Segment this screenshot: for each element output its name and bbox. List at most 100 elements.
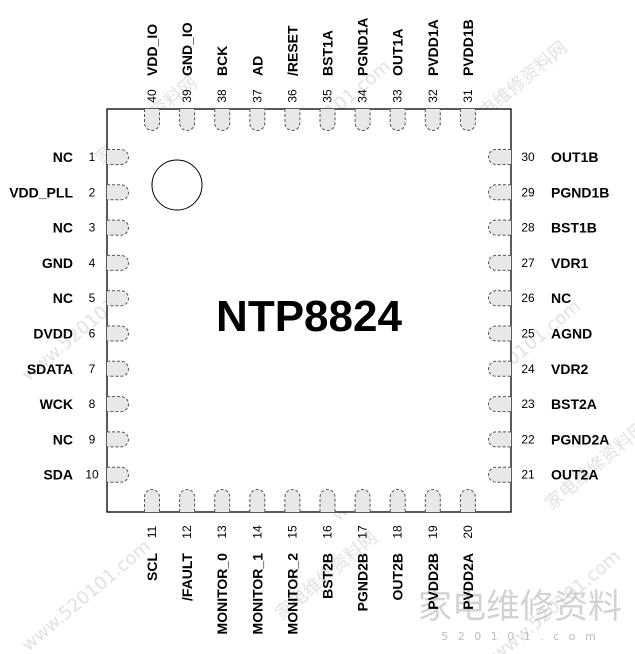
pad-right: [488, 184, 511, 201]
pin-name: BST1B: [551, 220, 597, 236]
pad-bottom: [249, 489, 266, 512]
pin-name: AD: [249, 56, 265, 76]
bottom-pads: 11SCL12/FAULT13MONITOR_014MONITOR_115MON…: [144, 489, 476, 635]
pin-number: 31: [461, 89, 475, 103]
pin-name: PGND1B: [551, 184, 609, 200]
watermark-text: www.520101.com: [18, 536, 155, 654]
pin-number: 27: [521, 256, 535, 270]
pin-name: BST2B: [320, 553, 336, 599]
pin-name: MONITOR_0: [214, 553, 230, 635]
pad-left: [107, 149, 129, 165]
pad-right: [488, 219, 511, 236]
pin-number: 40: [145, 89, 159, 103]
pin-name: VDR1: [551, 255, 589, 271]
pad-top: [389, 109, 406, 131]
pin-number: 16: [321, 525, 335, 539]
pin-name: PGND2B: [355, 553, 371, 611]
pin-name: GND: [42, 255, 73, 271]
pad-left: [107, 396, 129, 413]
pin-number: 28: [521, 221, 535, 235]
pin-name: OUT2B: [390, 553, 406, 600]
pad-top: [214, 109, 231, 131]
pad-left: [107, 254, 129, 271]
pin-number: 25: [521, 327, 535, 341]
pin-number: 17: [356, 525, 370, 539]
pin-number: 33: [391, 89, 405, 103]
pin-number: 8: [89, 397, 96, 411]
pin-name: VDD_PLL: [9, 184, 73, 200]
pin-name: DVDD: [33, 326, 73, 342]
pin-number: 4: [89, 256, 96, 270]
pin-number: 21: [521, 468, 535, 482]
pad-bottom: [459, 489, 476, 512]
pad-bottom: [389, 489, 406, 512]
pin-name: PVDD1B: [460, 19, 476, 76]
pad-top: [459, 109, 476, 131]
pad-right: [488, 466, 511, 483]
pin1-marker-circle: [151, 159, 203, 211]
pin-name: NC: [53, 220, 73, 236]
pin-name: VDD_IO: [144, 24, 160, 76]
pin-name: AGND: [551, 326, 592, 342]
pin-number: 2: [89, 185, 96, 199]
watermark-logo-text: 家电维修资料: [418, 587, 622, 627]
pad-left: [107, 290, 129, 307]
pin-number: 19: [426, 525, 440, 539]
pin-name: BST2A: [551, 396, 597, 412]
pin-number: 10: [85, 468, 99, 482]
pin-name: MONITOR_1: [249, 553, 265, 635]
pin-number: 36: [285, 89, 299, 103]
pad-right: [488, 254, 511, 271]
pad-left: [107, 325, 129, 342]
pin-number: 39: [180, 89, 194, 103]
pin-name: SCL: [144, 553, 160, 581]
pin-number: 18: [391, 525, 405, 539]
pin-name: SDA: [43, 467, 73, 483]
pin-name: SDATA: [27, 361, 73, 377]
pin-name: BST1A: [320, 30, 336, 76]
pin-number: 24: [521, 362, 535, 376]
pad-top: [284, 109, 301, 131]
pin-name: BCK: [214, 46, 230, 76]
watermark-logo-url: 5 2 0 1 0 1 . c o m: [441, 630, 598, 643]
pin-number: 26: [521, 291, 535, 305]
pad-right: [488, 325, 511, 342]
left-pads: 1NC2VDD_PLL3NC4GND5NC6DVDD7SDATA8WCK9NC1…: [9, 149, 129, 483]
pin-name: OUT1B: [551, 149, 598, 165]
pin-name: OUT1A: [390, 29, 406, 76]
pad-right: [488, 290, 511, 307]
pin-number: 32: [426, 89, 440, 103]
pad-left: [107, 431, 129, 448]
pin-number: 6: [89, 327, 96, 341]
pin-name: OUT2A: [551, 467, 598, 483]
pin-number: 12: [180, 525, 194, 539]
pin-number: 13: [215, 525, 229, 539]
pad-left: [107, 360, 129, 377]
pad-left: [107, 466, 129, 483]
pin-name: PGND1A: [355, 18, 371, 76]
pad-bottom: [214, 489, 231, 512]
pad-top: [179, 109, 196, 131]
pin-name: WCK: [40, 396, 73, 412]
pin-number: 20: [461, 525, 475, 539]
pin-number: 3: [89, 221, 96, 235]
pad-top: [424, 109, 441, 131]
pin-number: 7: [89, 362, 96, 376]
pad-top: [249, 109, 266, 131]
pin-name: NC: [53, 149, 73, 165]
pin-number: 14: [250, 525, 264, 539]
pin-name: /FAULT: [179, 553, 195, 601]
pad-bottom: [144, 489, 160, 512]
pin-number: 9: [89, 432, 96, 446]
pad-bottom: [179, 489, 196, 512]
pin-number: 34: [356, 89, 370, 103]
pin-number: 5: [89, 291, 96, 305]
pad-right: [488, 431, 511, 448]
pin-number: 1: [89, 150, 96, 164]
pin-name: NC: [551, 290, 571, 306]
pad-bottom: [424, 489, 441, 512]
pad-top: [144, 109, 160, 131]
pin-number: 11: [145, 525, 159, 538]
pad-bottom: [319, 489, 336, 512]
